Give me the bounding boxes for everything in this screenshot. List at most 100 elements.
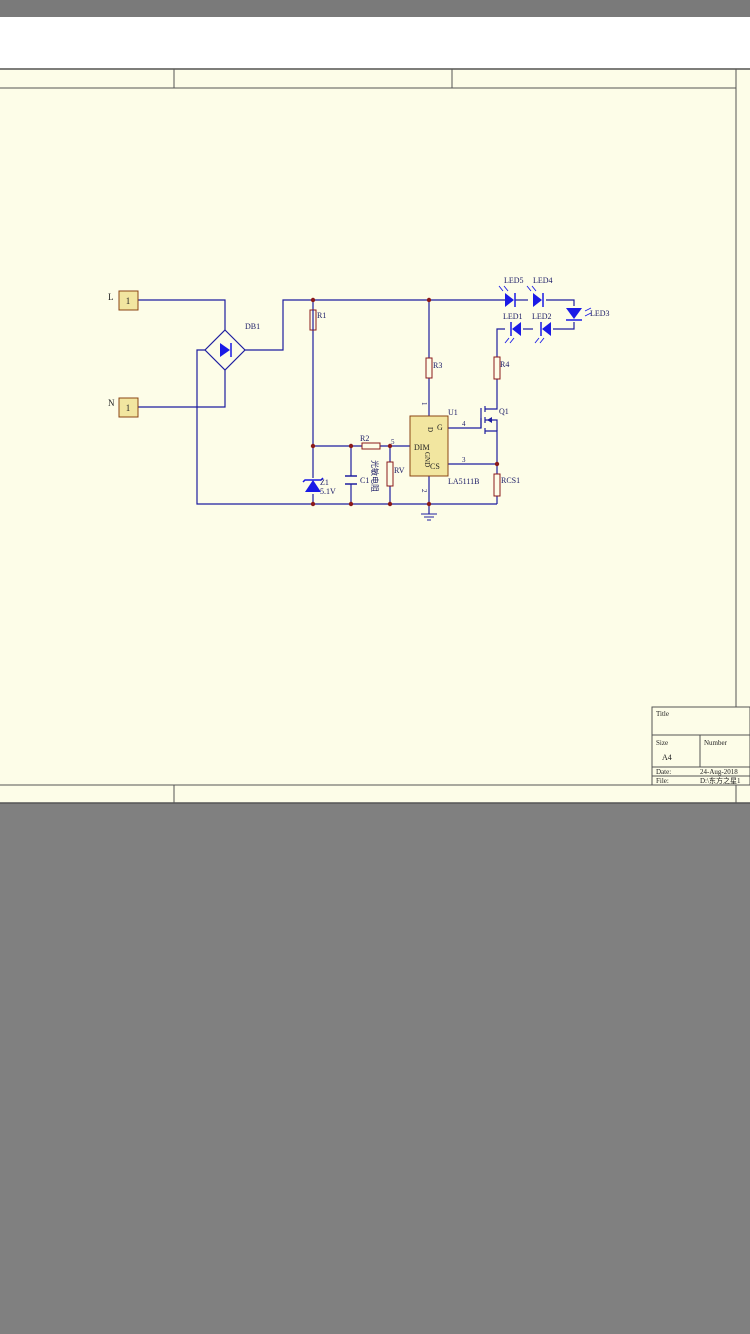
ic-u1: U1 LA5111B D G DIM GND CS 1 2 3 4 5 [391, 402, 479, 493]
wire [553, 322, 575, 330]
r2-label: R2 [360, 434, 369, 443]
ic-pin-num-1: 1 [420, 402, 428, 406]
ic-pin-dim: DIM [414, 443, 430, 452]
viewer-toolbar [0, 17, 750, 68]
ic-ref-label: U1 [448, 408, 458, 417]
led-body [505, 293, 514, 307]
port-l: 1 L [108, 290, 139, 311]
led-body [533, 293, 542, 307]
ic-pin-num-4: 4 [462, 420, 466, 428]
junctions [310, 297, 500, 507]
led2-label: LED2 [532, 312, 552, 321]
mosfet-q1 [480, 406, 498, 434]
r4-label: R4 [500, 360, 509, 369]
wire [196, 349, 497, 505]
size-label: Size [656, 739, 668, 747]
date-value: 24-Aug-2018 [700, 768, 738, 776]
port-name-label: N [108, 398, 115, 408]
led-rays [584, 307, 592, 317]
title-block: Title Size A4 Number Date: 24-Aug-2018 F… [651, 706, 750, 786]
z1-value-label: 5.1V [320, 487, 336, 496]
file-value: D:\东方之星1 [700, 776, 741, 785]
rv-label: RV [394, 466, 405, 475]
led-rays [534, 337, 545, 344]
zener-diode: Z1 5.1V [302, 477, 336, 496]
ic-pin-cs: CS [430, 462, 440, 471]
bridge-rectifier: DB1 [204, 322, 260, 371]
led-body [512, 322, 521, 336]
ic-body [409, 415, 449, 477]
port-box [118, 290, 139, 311]
junction-dot [310, 443, 316, 449]
junction-dot [426, 297, 432, 303]
title-block-frame [651, 706, 750, 786]
ic-pin-num-2: 2 [420, 489, 428, 493]
ic-part-label: LA5111B [448, 477, 479, 486]
mosfet-drain-lead [485, 408, 498, 410]
led-body [542, 322, 551, 336]
junction-dot [348, 501, 354, 507]
ic-pin-gnd: GND [423, 452, 431, 467]
junction-dot [387, 501, 393, 507]
led1-label: LED1 [503, 312, 523, 321]
port-name-label: L [108, 292, 114, 302]
led-rays [498, 285, 509, 292]
top-status-bar [0, 0, 750, 17]
wires [138, 299, 575, 514]
junction-dot [348, 443, 354, 449]
resistor-rcs1 [493, 473, 501, 497]
zener-body [305, 480, 321, 492]
ic-pin-g: G [437, 423, 443, 432]
size-value: A4 [662, 753, 672, 762]
title-label: Title [656, 710, 669, 718]
led3-label: LED3 [590, 309, 610, 318]
junction-dot [310, 501, 316, 507]
led2: LED2 [532, 312, 552, 344]
r1-label: R1 [317, 311, 326, 320]
resistor-r4 [493, 356, 501, 380]
led4-label: LED4 [533, 276, 553, 285]
resistor-r2 [361, 442, 381, 450]
led5: LED5 [498, 276, 524, 307]
q1-label: Q1 [499, 407, 509, 416]
number-label: Number [704, 739, 728, 747]
rcs1-label: RCS1 [501, 476, 520, 485]
wire [496, 328, 505, 332]
ic-pin-d: D [426, 427, 434, 432]
z1-label: Z1 [320, 478, 329, 487]
schematic-sheet: 1 L 1 N DB1 R1 R2 R3 R4 RCS1 RV C1 光敏电阻 [0, 68, 750, 804]
capacitor-c1: C1 [345, 475, 369, 485]
bridge-body [204, 329, 246, 371]
led1: LED1 [503, 312, 523, 344]
bridge-diode-symbol [220, 343, 230, 357]
junction-dot [387, 443, 393, 449]
ground-symbol [421, 513, 437, 521]
led-body [566, 308, 582, 319]
wire [245, 299, 505, 351]
led-rays [504, 337, 515, 344]
junction-dot [494, 461, 500, 467]
photoresistor-label: 光敏电阻 [370, 460, 380, 492]
date-label: Date: [656, 768, 671, 776]
bridge-label: DB1 [245, 322, 260, 331]
mosfet-arrow [487, 417, 492, 423]
resistor-rv [386, 461, 394, 487]
led5-label: LED5 [504, 276, 524, 285]
zener-bar [302, 477, 324, 483]
wire [138, 299, 226, 330]
led-rays [526, 285, 537, 292]
port-pin-label: 1 [126, 403, 131, 413]
ic-pin-num-5: 5 [391, 438, 395, 446]
c1-label: C1 [360, 476, 369, 485]
sheet-background [0, 68, 750, 803]
resistor-r3 [425, 357, 433, 379]
port-n: 1 N [108, 397, 139, 418]
junction-dot [310, 297, 316, 303]
ic-pin-num-3: 3 [462, 456, 466, 464]
port-box [118, 397, 139, 418]
junction-dot [426, 501, 432, 507]
wire [138, 370, 226, 408]
r3-label: R3 [433, 361, 442, 370]
wire [546, 299, 575, 306]
led3: LED3 [566, 307, 610, 321]
